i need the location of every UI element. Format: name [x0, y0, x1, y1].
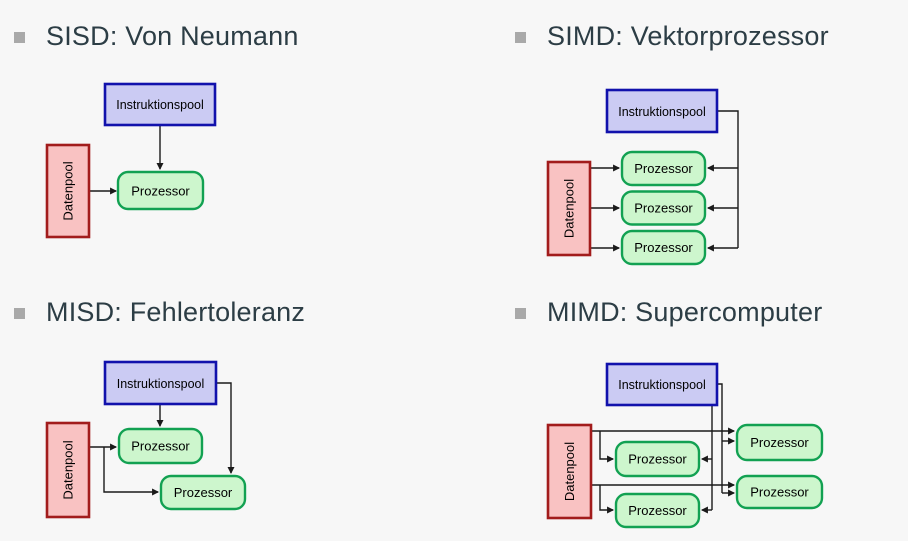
title-mimd-label: MIMD: Supercomputer: [547, 297, 823, 327]
title-simd: SIMD: Vektorprozessor: [515, 19, 829, 53]
mimd-processor-label-mid-2: Prozessor: [628, 503, 687, 518]
mimd-processor-label-mid-1: Prozessor: [628, 452, 687, 467]
sisd-instruction-pool-label: Instruktionspool: [116, 98, 204, 112]
bullet-square-icon: [515, 32, 526, 43]
simd-data-pool-box: [546, 160, 592, 257]
misd-processor-label-1: Prozessor: [131, 439, 190, 454]
misd-processor-box-1: [117, 427, 204, 465]
misd-instruction-pool-box: [103, 360, 218, 406]
mimd-diagram: Instruktionspool Datenpool Prozessor Pro…: [546, 362, 824, 529]
misd-data-pool-label: Datenpool: [61, 440, 76, 499]
sisd-instruction-pool-box: [103, 82, 217, 127]
mimd-processor-box-right-2: [735, 474, 824, 510]
simd-instruction-bus-wire: [717, 110, 739, 248]
simd-processor-box-3: [620, 229, 707, 266]
mimd-instruction-pool-label: Instruktionspool: [618, 378, 706, 392]
bullet-square-icon: [515, 308, 526, 319]
misd-instruction-pool-label: Instruktionspool: [117, 377, 205, 391]
mimd-processor-box-mid-2: [614, 492, 701, 529]
title-mimd: MIMD: Supercomputer: [515, 295, 822, 329]
mimd-processor-box-mid-1: [614, 440, 701, 478]
title-misd-label: MISD: Fehlertoleranz: [46, 297, 306, 327]
simd-instruction-pool-label: Instruktionspool: [618, 105, 706, 119]
title-misd: MISD: Fehlertoleranz: [14, 295, 305, 329]
sisd-data-pool-box: [45, 143, 91, 239]
simd-diagram: Instruktionspool Datenpool Prozessor Pro…: [546, 88, 739, 266]
title-simd-label: SIMD: Vektorprozessor: [547, 21, 829, 51]
simd-data-pool-label: Datenpool: [562, 179, 577, 238]
bullet-square-icon: [14, 308, 25, 319]
mimd-instruction-pool-box: [605, 362, 719, 407]
simd-instruction-pool-box: [605, 88, 719, 134]
simd-processor-label-1: Prozessor: [634, 161, 693, 176]
mimd-processor-label-right-2: Prozessor: [750, 485, 809, 500]
bullet-square-icon: [14, 32, 25, 43]
sisd-diagram: Instruktionspool Datenpool Prozessor: [45, 82, 217, 239]
misd-processor-label-2: Prozessor: [174, 485, 233, 500]
misd-data-to-processor2-arrow: [103, 447, 160, 496]
sisd-data-pool-label: Datenpool: [61, 161, 76, 220]
misd-processor-box-2: [159, 474, 247, 511]
mimd-processor-box-right-1: [735, 423, 824, 462]
simd-processor-box-2: [620, 190, 707, 226]
simd-processor-label-2: Prozessor: [634, 201, 693, 216]
misd-instruction-to-processor2-arrow: [216, 382, 235, 475]
mimd-data-pool-box: [546, 423, 593, 520]
simd-processor-box-1: [620, 150, 707, 187]
title-sisd: SISD: Von Neumann: [14, 19, 299, 53]
mimd-data-to-mid-processor1-arrow: [599, 431, 615, 463]
sisd-processor-box: [116, 170, 205, 211]
misd-data-pool-box: [45, 421, 91, 519]
mimd-processor-label-right-1: Prozessor: [750, 435, 809, 450]
mimd-instruction-right-bus-wire: [717, 383, 723, 493]
title-sisd-label: SISD: Von Neumann: [46, 21, 299, 51]
misd-diagram: Instruktionspool Datenpool Prozessor Pro…: [45, 360, 247, 519]
simd-processor-label-3: Prozessor: [634, 240, 693, 255]
sisd-processor-label: Prozessor: [131, 184, 190, 199]
mimd-data-pool-label: Datenpool: [562, 442, 577, 501]
mimd-data-to-mid-processor2-arrow: [599, 485, 615, 514]
